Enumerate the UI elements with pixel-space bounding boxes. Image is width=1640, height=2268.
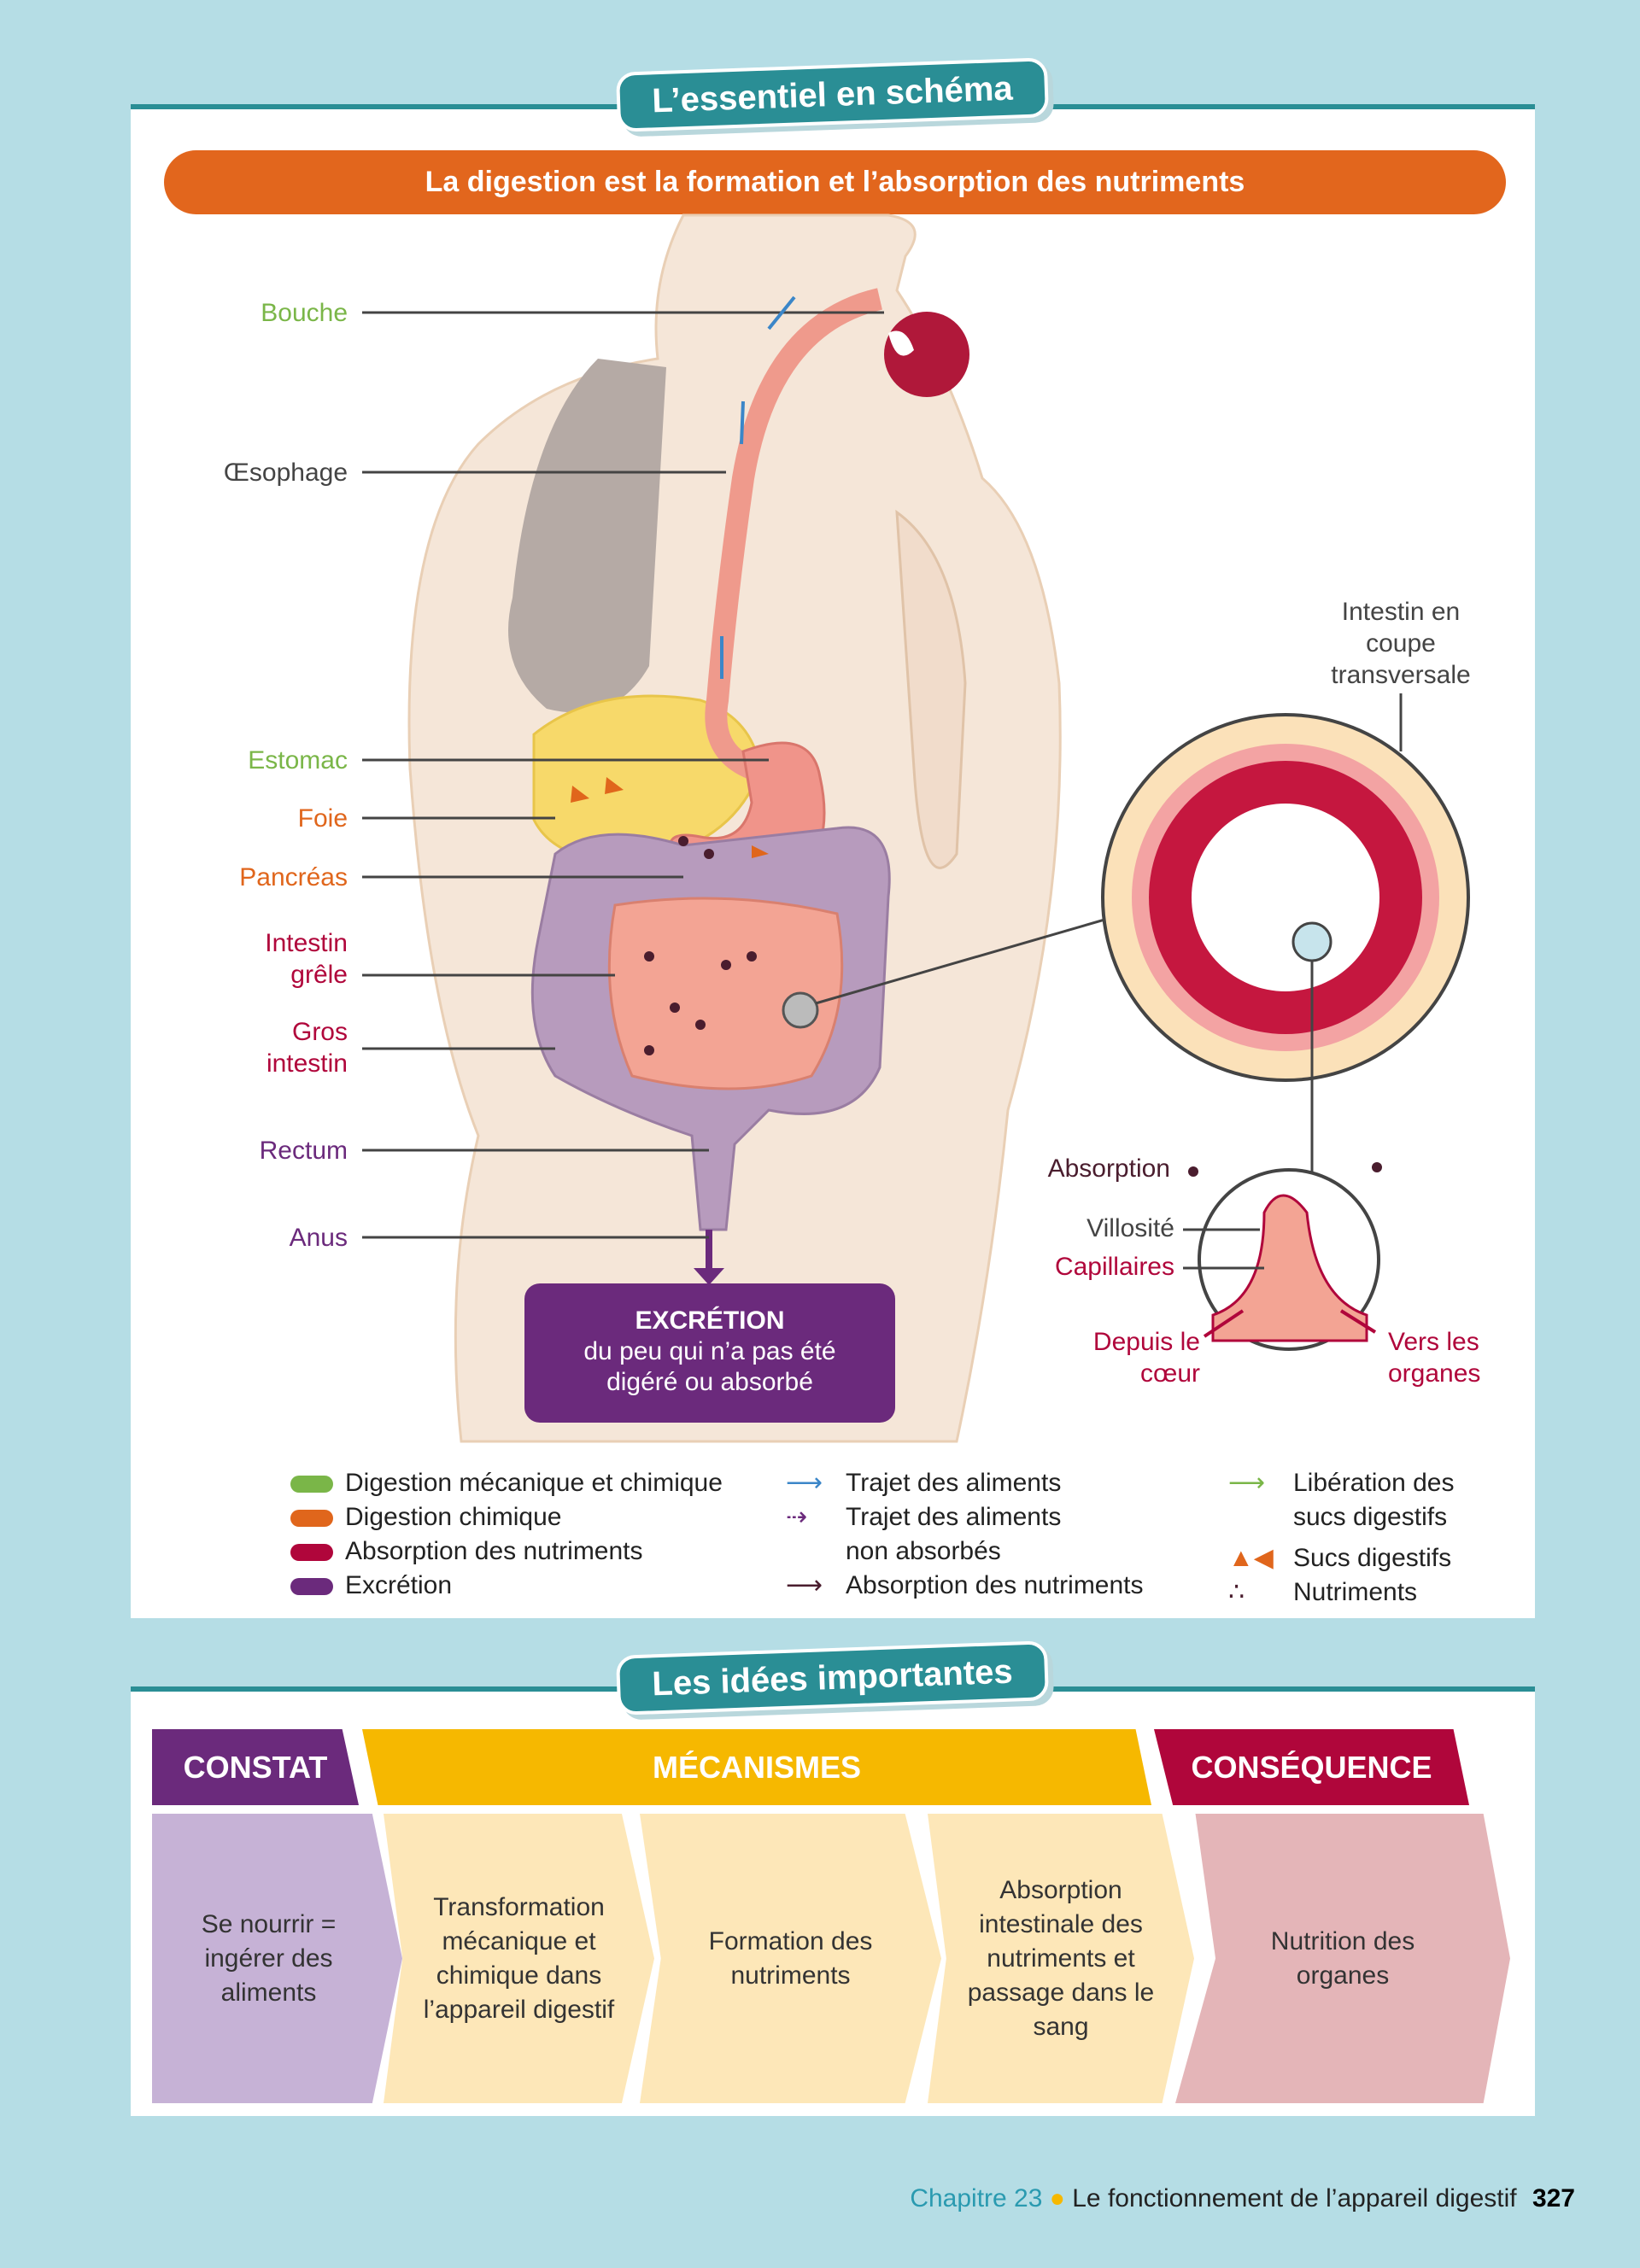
header-constat: CONSTAT	[152, 1729, 359, 1805]
legend-item: Digestion chimique	[345, 1503, 562, 1531]
excretion-title: EXCRÉTION	[635, 1306, 785, 1335]
label-intestin-grele: Intestin grêle	[265, 929, 348, 989]
legend-symbols: ⟶ Libération des sucs digestifs ▲◀ Sucs di…	[1228, 1466, 1481, 1610]
step-constat: Se nourrir = ingérer des aliments	[152, 1814, 402, 2103]
banner: La digestion est la formation et l’absor…	[164, 150, 1506, 214]
dark-arrow-icon: ⟶	[786, 1571, 823, 1599]
dashed-purple-arrow-icon: ⇢	[786, 1503, 808, 1531]
legend-item: Trajet des aliments	[846, 1469, 1062, 1497]
label-coupe: Intestin en coupe transversale	[1331, 598, 1471, 689]
page-number: 327	[1532, 2184, 1575, 2212]
step-absorption: Absorption intestinale des nutriments et…	[928, 1814, 1194, 2103]
swatch-purple	[290, 1578, 333, 1596]
label-depuis-coeur: Depuis le cœur	[1092, 1328, 1200, 1388]
legend-arrows: ⟶ Trajet des aliments ⇢ Trajet des aliment…	[786, 1466, 1144, 1603]
legend-item: Sucs digestifs	[1293, 1544, 1452, 1572]
blue-arrow-icon: ⟶	[786, 1469, 823, 1497]
dots-icon: ∴	[1228, 1578, 1245, 1606]
swatch-green	[290, 1476, 333, 1493]
label-pancreas: Pancréas	[239, 863, 348, 891]
legend-item: Digestion mécanique et chimique	[345, 1469, 723, 1497]
footer-title: Le fonctionnement de l’appareil digestif	[1072, 2184, 1517, 2212]
label-villosite: Villosité	[1086, 1214, 1174, 1242]
step-formation: Formation des nutriments	[640, 1814, 941, 2103]
label-capillaires: Capillaires	[1054, 1253, 1174, 1281]
triangle-icon: ▲◀	[1228, 1544, 1274, 1572]
green-arrow-icon: ⟶	[1228, 1469, 1266, 1497]
step-nutrition: Nutrition des organes	[1175, 1814, 1510, 2103]
footer-chapter: Chapitre 23	[910, 2184, 1043, 2212]
excretion-box: EXCRÉTION du peu qui n’a pas été digéré …	[524, 1283, 895, 1423]
legend-item: Absorption des nutriments	[846, 1571, 1144, 1599]
legend-item: Nutriments	[1293, 1578, 1418, 1606]
label-bouche: Bouche	[261, 299, 348, 327]
legend-item: Libération des sucs digestifs	[1293, 1469, 1455, 1531]
label-gros-intestin: Gros intestin	[266, 1018, 348, 1078]
excretion-text: du peu qui n’a pas été digéré ou absorbé	[583, 1337, 836, 1396]
step-transformation: Transformation mécanique et chimique dan…	[384, 1814, 654, 2103]
label-oesophage: Œsophage	[223, 459, 348, 487]
swatch-orange	[290, 1510, 333, 1528]
label-anus: Anus	[289, 1224, 348, 1252]
legend-colors: Digestion mécanique et chimique Digestio…	[290, 1466, 723, 1603]
label-rectum: Rectum	[259, 1137, 348, 1165]
label-vers-organes: Vers les organes	[1388, 1328, 1481, 1388]
label-foie: Foie	[297, 804, 348, 833]
label-estomac: Estomac	[248, 746, 348, 775]
footer: Chapitre 23 ● Le fonctionnement de l’app…	[910, 2184, 1575, 2213]
header-consequence: CONSÉQUENCE	[1154, 1729, 1469, 1805]
legend-item: Excrétion	[345, 1571, 453, 1599]
header-mecanismes: MÉCANISMES	[362, 1729, 1151, 1805]
legend-item: Absorption des nutriments	[345, 1537, 643, 1565]
bullet-icon: ●	[1049, 2184, 1065, 2212]
legend-item: Trajet des aliments non absorbés	[846, 1503, 1062, 1565]
label-absorption: Absorption	[1047, 1154, 1170, 1183]
swatch-red	[290, 1544, 333, 1562]
